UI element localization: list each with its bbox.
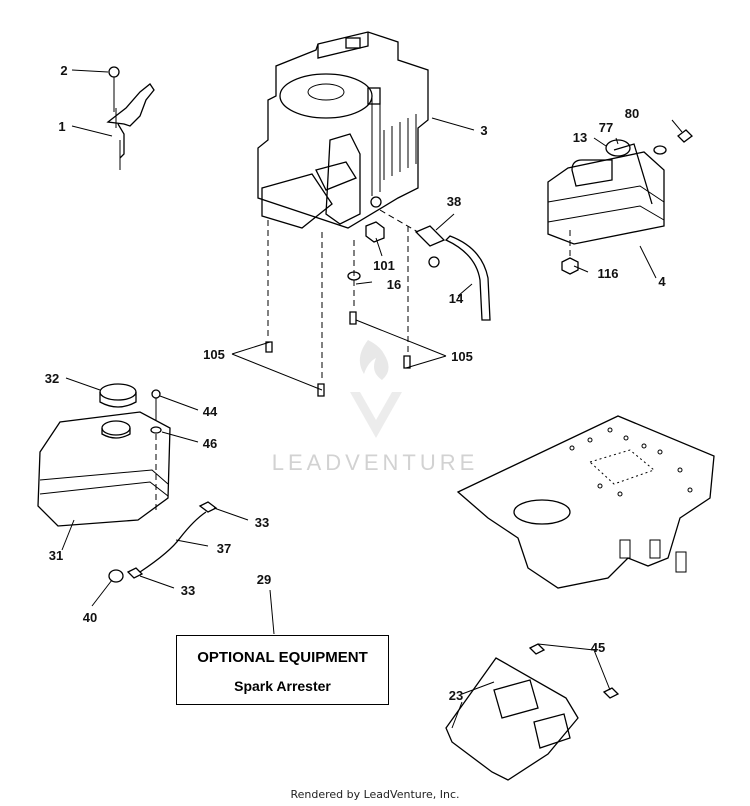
callout-44: 44	[203, 404, 218, 419]
callout-101: 101	[373, 258, 395, 273]
callout-3: 3	[480, 123, 487, 138]
callout-116: 116	[598, 266, 619, 281]
optional-equipment-title: OPTIONAL EQUIPMENT	[197, 649, 368, 666]
watermark-logo-icon	[350, 340, 402, 438]
callout-45: 45	[591, 640, 605, 655]
callout-37: 37	[217, 541, 231, 556]
fuel-tank-part	[37, 411, 171, 527]
callout-14: 14	[449, 291, 464, 306]
watermark-text: LEADVENTURE	[272, 450, 479, 475]
callout-23: 23	[449, 688, 463, 703]
callout-leaders	[61, 69, 683, 729]
callout-31: 31	[49, 548, 63, 563]
callout-77: 77	[599, 120, 613, 135]
footer-credit: Rendered by LeadVenture, Inc.	[290, 788, 460, 801]
mounting-bolts-part	[265, 220, 411, 397]
mounting-plate-part	[456, 415, 715, 589]
callout-40: 40	[83, 610, 97, 625]
callout-80: 80	[625, 106, 639, 121]
callout-13: 13	[573, 130, 587, 145]
callout-33-lower: 33	[181, 583, 195, 598]
callout-2: 2	[60, 63, 67, 78]
callout-1: 1	[58, 119, 65, 134]
fuel-cap-part	[99, 383, 137, 408]
callout-105-right: 105	[451, 349, 473, 364]
fuel-fitting-part	[379, 209, 491, 321]
callout-46: 46	[203, 436, 217, 451]
spark-arrester-bracket-part	[445, 643, 620, 781]
muffler-hardware-part	[561, 129, 693, 275]
callout-16: 16	[387, 277, 401, 292]
optional-equipment-box: OPTIONAL EQUIPMENT Spark Arrester	[176, 635, 389, 705]
callout-33-upper: 33	[255, 515, 269, 530]
nut-101-part	[365, 221, 385, 243]
engine-part	[257, 31, 429, 229]
callout-4: 4	[658, 274, 666, 289]
throttle-bracket-part	[106, 66, 155, 170]
callout-32: 32	[45, 371, 59, 386]
spark-arrester-label: Spark Arrester	[234, 678, 331, 694]
callout-105-left: 105	[203, 347, 225, 362]
callout-38: 38	[447, 194, 461, 209]
tank-hardware-part	[108, 389, 218, 583]
callout-29: 29	[257, 572, 271, 587]
muffler-part	[547, 143, 665, 245]
